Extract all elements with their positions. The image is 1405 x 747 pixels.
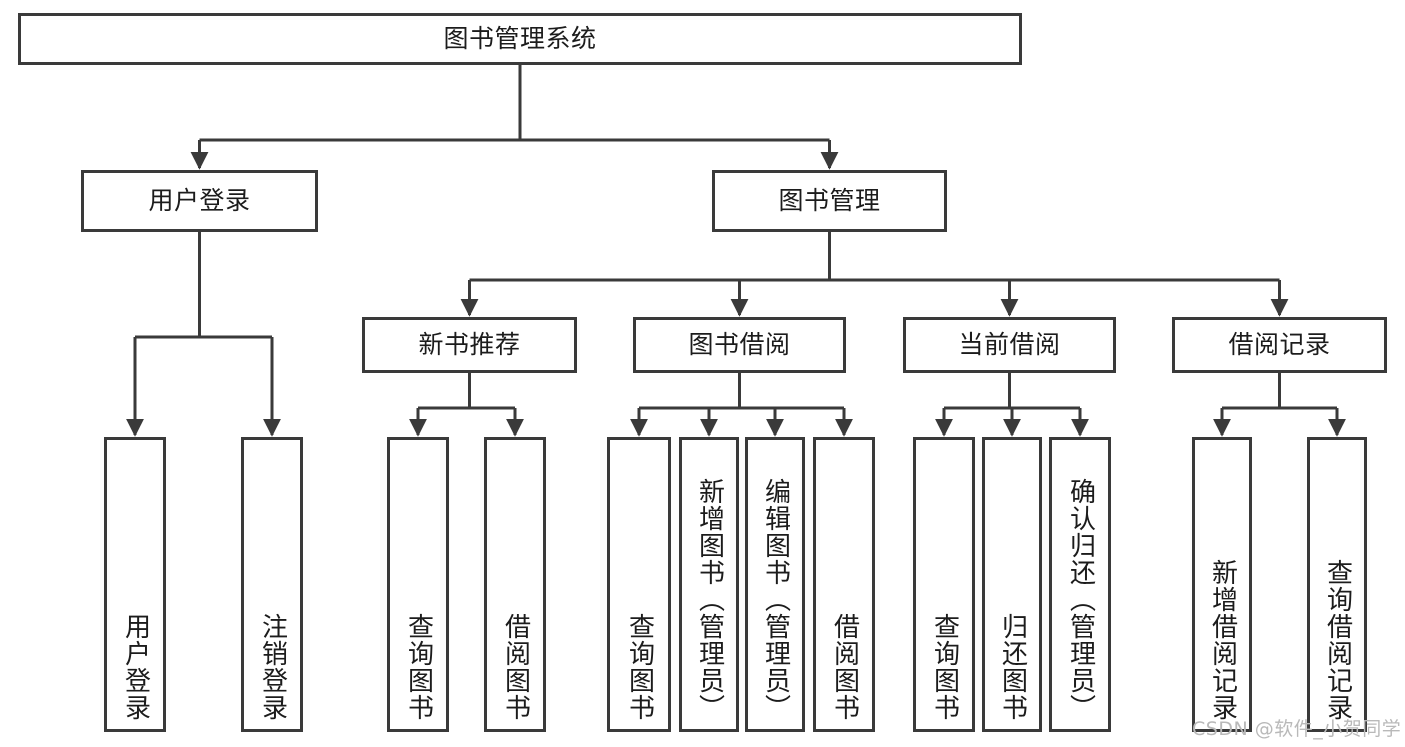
leaf-borrow-book-label: 借阅图书 xyxy=(829,613,860,721)
leaf-confirm-return-admin[interactable]: 确认归还（管理员） xyxy=(1049,437,1111,732)
leaf-edit-book-admin[interactable]: 编辑图书（管理员） xyxy=(745,437,805,732)
node-new-book-rec-label: 新书推荐 xyxy=(418,330,521,360)
node-user-login[interactable]: 用户登录 xyxy=(81,170,318,232)
leaf-borrow-book-rec-label: 借阅图书 xyxy=(500,613,531,721)
node-book-manage[interactable]: 图书管理 xyxy=(712,170,947,232)
node-user-login-label: 用户登录 xyxy=(148,186,251,216)
leaf-user-login[interactable]: 用户登录 xyxy=(104,437,166,732)
leaf-confirm-return-admin-label: 确认归还（管理员） xyxy=(1065,478,1096,721)
leaf-user-logout[interactable]: 注销登录 xyxy=(241,437,303,732)
leaf-user-logout-label: 注销登录 xyxy=(257,613,288,721)
leaf-query-book[interactable]: 查询图书 xyxy=(607,437,671,732)
leaf-return-book-label: 归还图书 xyxy=(997,613,1028,721)
leaf-user-login-label: 用户登录 xyxy=(120,613,151,721)
node-current-borrow-label: 当前借阅 xyxy=(958,330,1061,360)
node-book-manage-label: 图书管理 xyxy=(778,186,881,216)
node-root[interactable]: 图书管理系统 xyxy=(18,13,1022,65)
leaf-edit-book-admin-label: 编辑图书（管理员） xyxy=(760,478,791,721)
node-book-borrow-label: 图书借阅 xyxy=(688,330,791,360)
leaf-add-borrow-record-label: 新增借阅记录 xyxy=(1207,559,1238,721)
leaf-add-book-admin-label: 新增图书（管理员） xyxy=(694,478,725,721)
node-root-label: 图书管理系统 xyxy=(443,24,597,54)
leaf-query-borrow-record-label: 查询借阅记录 xyxy=(1322,559,1353,721)
leaf-return-book[interactable]: 归还图书 xyxy=(982,437,1042,732)
leaf-add-book-admin[interactable]: 新增图书（管理员） xyxy=(679,437,739,732)
leaf-query-borrow-record[interactable]: 查询借阅记录 xyxy=(1307,437,1367,732)
leaf-query-book-rec-label: 查询图书 xyxy=(403,613,434,721)
leaf-query-book-label: 查询图书 xyxy=(624,613,655,721)
leaf-query-book-rec[interactable]: 查询图书 xyxy=(387,437,449,732)
node-book-borrow[interactable]: 图书借阅 xyxy=(633,317,846,373)
leaf-add-borrow-record[interactable]: 新增借阅记录 xyxy=(1192,437,1252,732)
csdn-watermark: CSDN @软件_小贺同学 xyxy=(1192,718,1402,740)
node-borrow-record-label: 借阅记录 xyxy=(1228,330,1331,360)
leaf-borrow-book-rec[interactable]: 借阅图书 xyxy=(484,437,546,732)
leaf-query-book-cur[interactable]: 查询图书 xyxy=(913,437,975,732)
node-current-borrow[interactable]: 当前借阅 xyxy=(903,317,1116,373)
leaf-query-book-cur-label: 查询图书 xyxy=(929,613,960,721)
node-new-book-rec[interactable]: 新书推荐 xyxy=(362,317,577,373)
leaf-borrow-book[interactable]: 借阅图书 xyxy=(813,437,875,732)
node-borrow-record[interactable]: 借阅记录 xyxy=(1172,317,1387,373)
